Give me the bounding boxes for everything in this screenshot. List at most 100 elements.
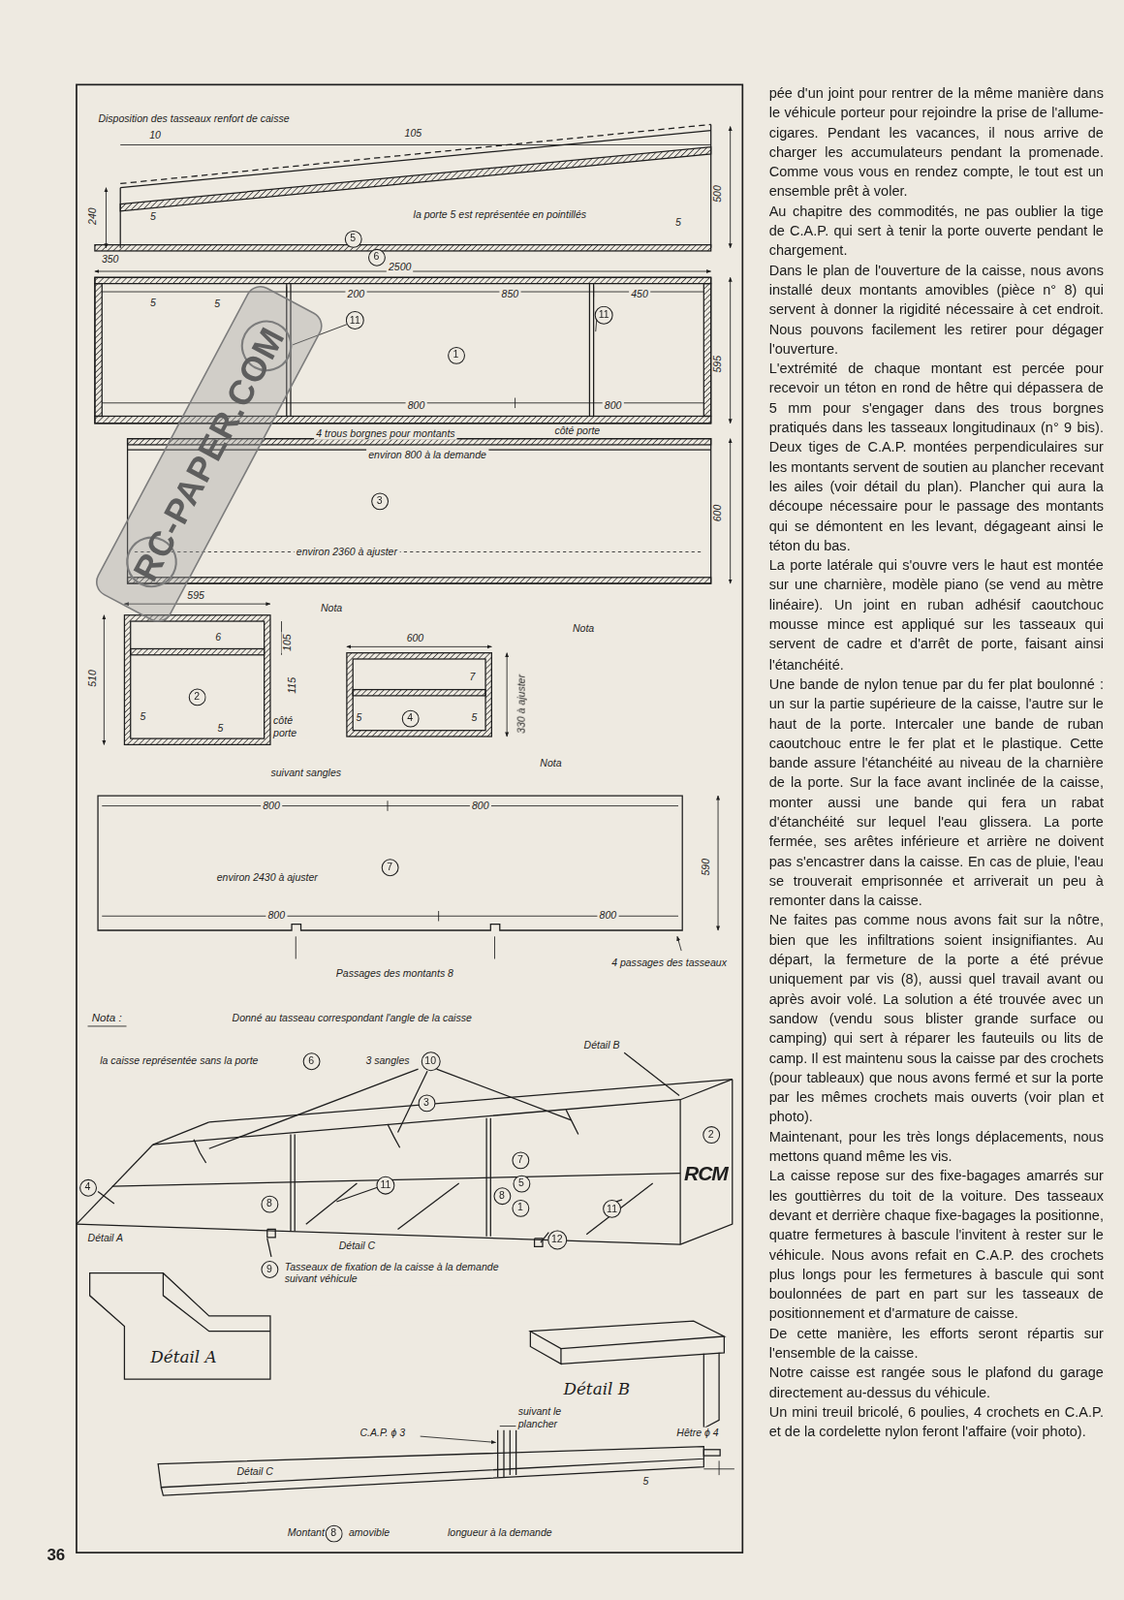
drawing-stroke <box>267 1228 276 1237</box>
callout-number: 5 <box>343 229 362 248</box>
drawing-stroke <box>624 1052 680 1095</box>
drawing-label: Nota <box>570 622 596 635</box>
drawing-stroke <box>193 1139 207 1163</box>
drawing-stroke <box>352 658 486 731</box>
drawing-label: 5 <box>640 1474 651 1488</box>
drawing-label: 5 <box>673 216 684 229</box>
callout-text: 6 <box>308 1055 314 1066</box>
drawing-stroke <box>387 1124 401 1148</box>
callout-text: 11 <box>606 1203 618 1215</box>
drawing-stroke <box>120 124 711 248</box>
drawing-stroke <box>346 653 492 737</box>
drawing-stroke <box>506 653 508 737</box>
drawing-label: 595 <box>185 589 207 602</box>
drawing-label: amovible <box>346 1527 392 1540</box>
callout-number: 11 <box>345 311 365 330</box>
drawing-stroke <box>352 689 486 696</box>
drawing-stroke <box>295 936 682 959</box>
callout-number: 8 <box>260 1194 279 1213</box>
drawing-stroke <box>130 648 265 655</box>
drawing-stroke <box>490 1118 492 1237</box>
drawing-stroke <box>679 1099 681 1245</box>
drawing-stroke <box>420 1436 497 1442</box>
drawing-stroke <box>112 1173 681 1187</box>
drawing-label: 800 <box>260 799 282 812</box>
drawing-stroke <box>120 144 711 146</box>
callout-text: 3 <box>423 1097 430 1109</box>
drawing-stroke <box>92 281 327 627</box>
drawing-label: côté porte <box>552 425 602 438</box>
callout-text: 8 <box>499 1189 505 1201</box>
callout-text: 9 <box>266 1263 273 1275</box>
drawing-stroke <box>292 318 597 344</box>
drawing-stroke <box>153 1122 210 1145</box>
callout-number: 12 <box>547 1229 567 1249</box>
callout-text: 8 <box>330 1528 337 1539</box>
drawing-stroke <box>105 187 107 249</box>
drawing-stroke <box>153 1099 681 1145</box>
drawing-label: 5 <box>468 712 479 725</box>
drawing-stroke <box>267 1238 272 1257</box>
drawing-stroke <box>103 615 105 746</box>
body-paragraph: De cette manière, les efforts seront rép… <box>769 1323 1104 1364</box>
body-paragraph: Une bande de nylon tenue par du fer plat… <box>769 674 1104 911</box>
drawing-stroke <box>120 147 711 212</box>
drawing-stroke <box>209 1068 419 1149</box>
callout-text: 7 <box>517 1155 524 1166</box>
drawing-stroke <box>398 1183 460 1229</box>
callout-number: 6 <box>302 1052 320 1070</box>
callout-text: 8 <box>266 1198 273 1210</box>
body-paragraph: Dans le plan de l'ouverture de la caisse… <box>769 260 1104 360</box>
drawing-label: Détail B <box>582 1039 623 1053</box>
drawing-label: 800 <box>405 400 428 413</box>
drawing-label: 800 <box>469 799 492 812</box>
drawing-label: environ 2430 à ajuster <box>215 872 320 885</box>
drawing-label: 105 <box>281 631 295 654</box>
drawing-stroke <box>209 1079 733 1123</box>
drawing-stroke <box>94 277 712 283</box>
drawing-stroke <box>76 84 743 1553</box>
drawing-label: Détail B <box>561 1379 632 1400</box>
callout-text: 1 <box>453 349 460 361</box>
text-column: pée d'un joint pour rentrer de la même m… <box>769 83 1104 1442</box>
drawing-stroke <box>703 1460 735 1475</box>
callout-number: 3 <box>371 492 389 510</box>
callout-text: 6 <box>373 251 379 263</box>
drawing-label: 800 <box>265 909 287 923</box>
drawing-stroke <box>76 1223 681 1245</box>
drawing-stroke <box>534 1238 543 1247</box>
callout-text: 1 <box>517 1202 524 1214</box>
drawing-stroke <box>127 577 712 584</box>
drawing-label: 350 <box>99 252 122 266</box>
drawing-stroke <box>703 1352 719 1429</box>
callout-number: 3 <box>417 1093 436 1112</box>
drawing-stroke <box>94 277 712 424</box>
drawing-label: 2500 <box>386 260 414 274</box>
body-paragraph: La porte latérale qui s'ouvre vers le ha… <box>769 556 1104 675</box>
drawing-label: 5 <box>148 296 158 310</box>
callout-number: 1 <box>447 345 466 364</box>
drawing-label: 10 <box>147 129 163 143</box>
callout-text: 5 <box>349 233 356 245</box>
drawing-label: 4 passages des tasseaux <box>609 956 729 969</box>
drawing-stroke <box>680 1079 733 1246</box>
body-paragraph: La caisse repose sur des fixe-bagages am… <box>769 1166 1104 1325</box>
callout-text: 11 <box>379 1180 391 1191</box>
drawing-label: 200 <box>344 288 367 302</box>
drawing-label: 5 <box>137 711 148 724</box>
drawing-stroke <box>97 795 683 931</box>
body-paragraph: Ne faites pas comme nous avons fait sur … <box>769 909 1104 1126</box>
callout-number: 2 <box>702 1125 720 1144</box>
body-paragraph: Notre caisse est rangée sous le plafond … <box>769 1363 1104 1404</box>
drawing-stroke <box>101 800 679 812</box>
drawing-label: Disposition des tasseaux renfort de cais… <box>95 113 291 126</box>
callout-text: 11 <box>598 310 610 321</box>
drawing-stroke <box>134 551 704 553</box>
drawing-label: Nota <box>318 601 344 615</box>
callout-text: 10 <box>424 1055 437 1066</box>
drawing-stroke <box>76 84 743 1553</box>
callout-text: 4 <box>406 713 413 724</box>
drawing-label: Montant <box>285 1527 327 1540</box>
drawing-label: suivant le plancher <box>516 1405 593 1431</box>
drawing-label: 3 sangles <box>363 1054 411 1067</box>
